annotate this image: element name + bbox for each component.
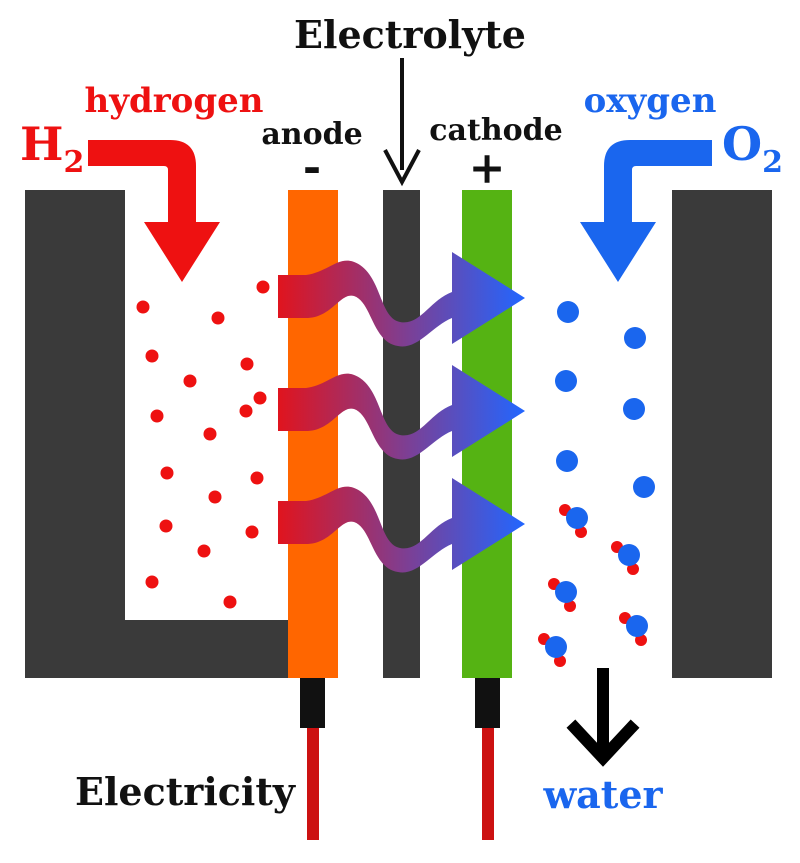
hydrogen-molecule <box>183 374 197 388</box>
hydrogen-molecule <box>239 404 253 418</box>
h2-formula: H2 <box>20 117 84 180</box>
anode-wire <box>307 728 319 840</box>
cathode-housing <box>672 190 772 678</box>
water-oxygen-atom <box>618 544 640 566</box>
anode-terminal <box>300 678 325 728</box>
anode-sign: - <box>303 142 321 193</box>
oxygen-molecule <box>633 476 655 498</box>
hydrogen-molecule <box>211 311 225 325</box>
wavy-arrow-right-icon <box>278 365 525 460</box>
water-oxygen-atom <box>566 507 588 529</box>
oxygen-label: oxygen <box>584 81 717 121</box>
cathode-wire <box>482 728 494 840</box>
anode-label: anode <box>261 117 362 152</box>
water-hydrogen-atom <box>635 634 647 646</box>
hydrogen-molecule <box>150 409 164 423</box>
hydrogen-molecule <box>203 427 217 441</box>
water-hydrogen-atom <box>575 526 587 538</box>
hydrogen-molecule <box>256 280 270 294</box>
oxygen-molecule <box>556 450 578 472</box>
h2-subscript: 2 <box>63 145 84 180</box>
hydrogen-molecule <box>250 471 264 485</box>
cathode-label: cathode <box>429 113 562 148</box>
cathode-terminal <box>475 678 500 728</box>
hydrogen-molecule <box>136 300 150 314</box>
o2-formula: O2 <box>722 117 783 180</box>
hydrogen-label: hydrogen <box>85 81 264 121</box>
hydrogen-molecule <box>223 595 237 609</box>
oxygen-molecule <box>623 398 645 420</box>
hydrogen-molecule <box>197 544 211 558</box>
curved-arrow-down-icon <box>88 140 220 282</box>
curved-arrow-down-icon <box>580 140 712 282</box>
water-hydrogen-atom <box>564 600 576 612</box>
water-oxygen-atom <box>555 581 577 603</box>
anode-housing <box>25 190 300 678</box>
water-hydrogen-atom <box>554 655 566 667</box>
cathode-sign: + <box>469 143 506 194</box>
electricity-label: Electricity <box>75 769 296 814</box>
wavy-arrow-right-icon <box>278 478 525 573</box>
electrolyte-label: Electrolyte <box>294 12 526 57</box>
hydrogen-molecule <box>253 391 267 405</box>
water-hydrogen-atom <box>627 563 639 575</box>
hydrogen-molecule <box>145 575 159 589</box>
hydrogen-molecule <box>245 525 259 539</box>
water-oxygen-atom <box>545 636 567 658</box>
hydrogen-molecule <box>240 357 254 371</box>
water-oxygen-atom <box>626 615 648 637</box>
oxygen-molecule <box>624 327 646 349</box>
oxygen-molecule <box>557 301 579 323</box>
wavy-arrow-right-icon <box>278 252 525 347</box>
hydrogen-molecule <box>160 466 174 480</box>
anode-electrode <box>288 190 338 678</box>
hydrogen-molecule <box>159 519 173 533</box>
o2-symbol: O <box>722 117 762 171</box>
water-molecules <box>538 504 648 667</box>
hydrogen-molecule <box>145 349 159 363</box>
water-label: water <box>542 772 663 817</box>
o2-subscript: 2 <box>762 145 783 180</box>
oxygen-molecule <box>555 370 577 392</box>
hydrogen-molecules <box>136 280 270 609</box>
oxygen-molecules <box>555 301 655 498</box>
arrow-down-icon <box>383 58 421 187</box>
proton-flow-arrows <box>278 252 525 573</box>
hydrogen-molecule <box>208 490 222 504</box>
h2-symbol: H <box>20 117 63 171</box>
arrow-down-icon <box>566 668 640 767</box>
